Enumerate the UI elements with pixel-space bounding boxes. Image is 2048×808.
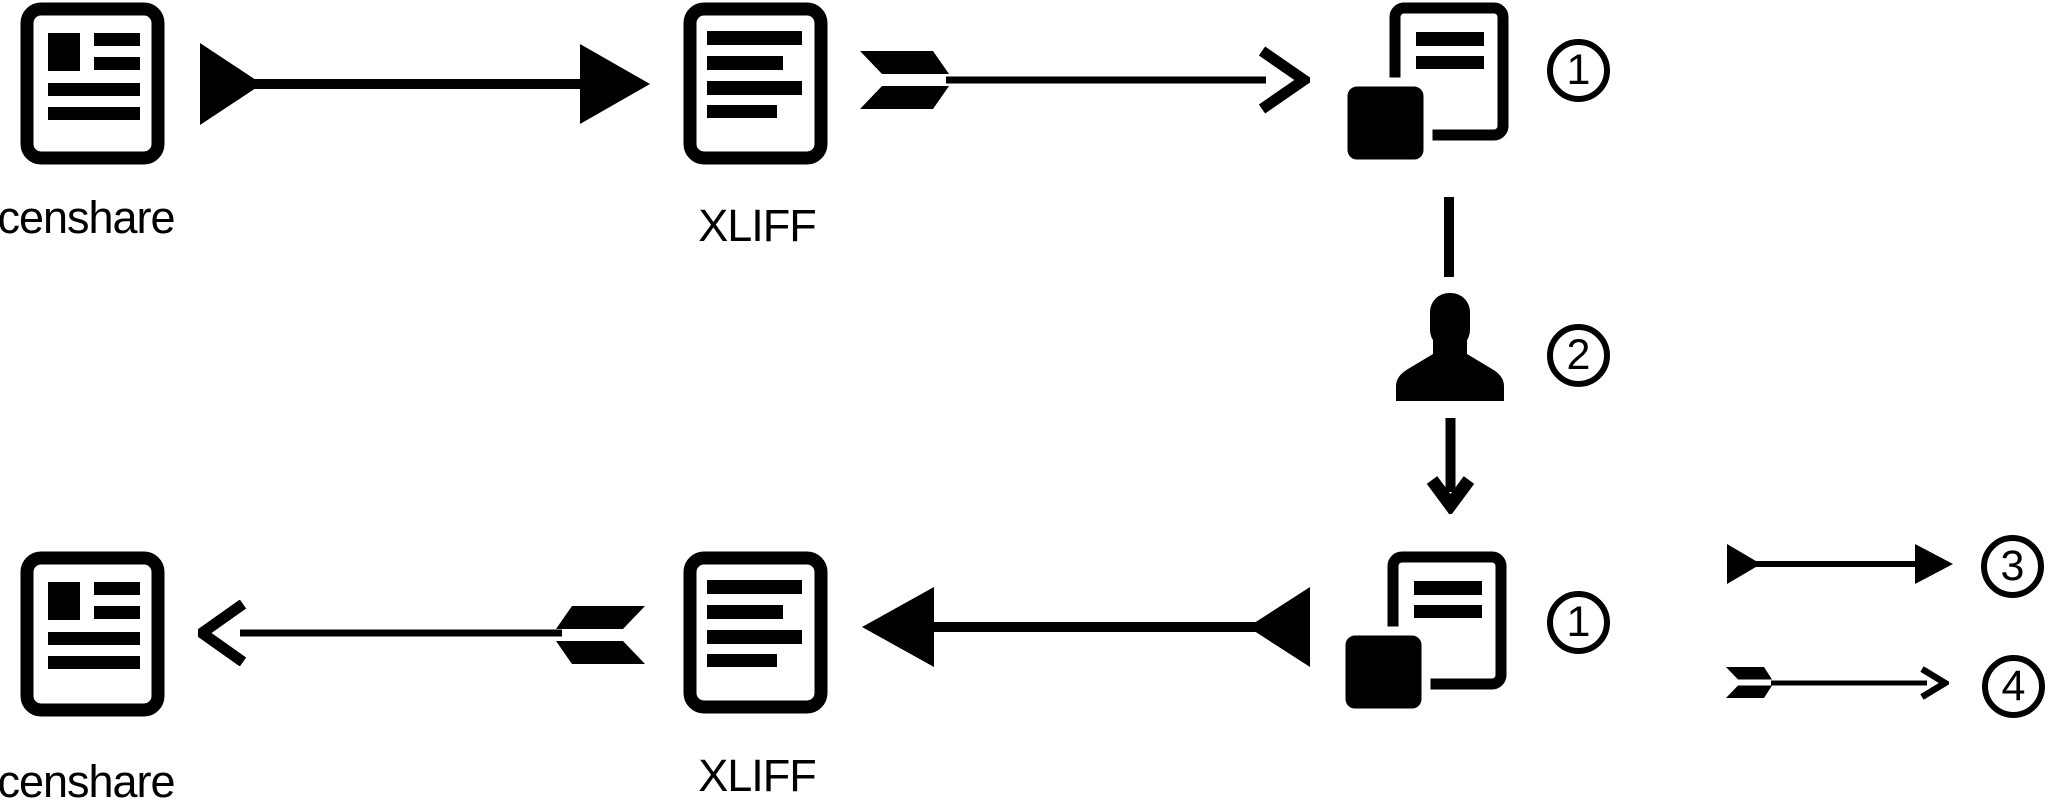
person-icon	[1396, 293, 1504, 401]
connector-line-vertical	[1444, 197, 1454, 277]
copy-document-icon	[1336, 551, 1507, 718]
fletched-arrow-right	[860, 46, 1310, 114]
news-document-icon	[20, 2, 165, 165]
xliff-label-bottom: XLIFF	[698, 750, 817, 801]
legend-solid-arrow	[1727, 544, 1953, 584]
xliff-label-top: XLIFF	[698, 200, 817, 251]
legend-badge-4: 4	[1982, 655, 2045, 718]
solid-arrow-left	[862, 587, 1310, 667]
legend-fletched-arrow	[1726, 666, 1949, 700]
fletched-arrow-left	[198, 600, 645, 666]
solid-arrow-right	[200, 43, 650, 125]
censhare-label-top: censhare	[0, 192, 176, 243]
step-badge-2: 2	[1547, 324, 1610, 387]
legend-badge-3: 3	[1981, 535, 2044, 598]
step-badge-1-bottom: 1	[1547, 591, 1610, 654]
step-badge-1-top: 1	[1547, 39, 1610, 102]
censhare-label-bottom: censhare	[0, 756, 176, 807]
news-document-icon	[20, 551, 165, 717]
text-document-icon	[683, 551, 828, 714]
down-arrow	[1426, 418, 1474, 514]
copy-document-icon	[1338, 2, 1509, 169]
text-document-icon	[683, 2, 828, 165]
